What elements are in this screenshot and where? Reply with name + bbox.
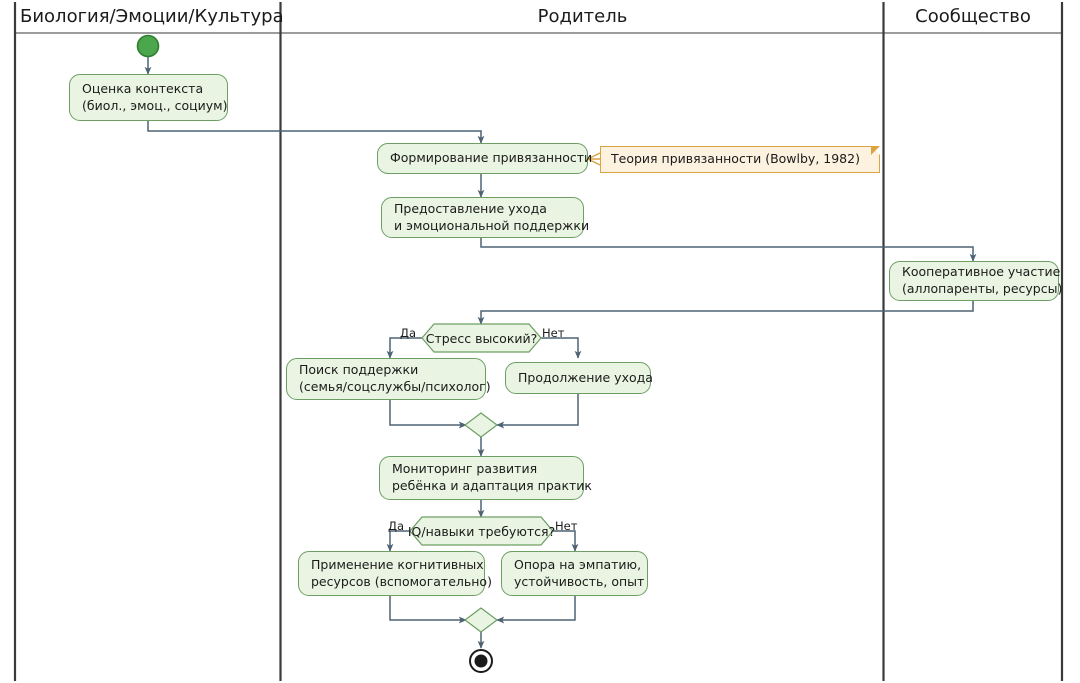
activity-cognitive-resources-line1: Применение когнитивных xyxy=(311,556,484,572)
activity-cooperative-participation-line1: Кооперативное участие xyxy=(902,264,1061,280)
activity-assess-context-line2: (биол., эмоц., социум) xyxy=(82,97,228,113)
note-bowlby[interactable]: Теория привязанности (Bowlby, 1982) xyxy=(600,146,880,173)
activity-monitoring[interactable]: Мониторинг развития ребёнка и адаптация … xyxy=(379,456,592,500)
activity-care-support-line2: и эмоциональной поддержки xyxy=(394,217,590,233)
activity-assess-context[interactable]: Оценка контекста (биол., эмоц., социум) xyxy=(69,74,228,121)
activity-attachment-forming[interactable]: Формирование привязанности xyxy=(377,143,593,174)
decision-node-stress xyxy=(421,323,542,353)
activity-cooperative-participation-line2: (аллопаренты, ресурсы) xyxy=(902,281,1063,296)
activity-care-support-line1: Предоставление ухода xyxy=(394,200,547,216)
start-node xyxy=(136,34,160,58)
activity-empathy-resilience-line2: устойчивость, опыт xyxy=(514,573,645,589)
edge-label-stress-yes: Да xyxy=(400,326,417,340)
activity-seek-support-line2: (семья/соцслужбы/психолог) xyxy=(299,379,491,394)
decision-label-iq[interactable]: IQ/навыки требуются? xyxy=(407,523,556,539)
activity-empathy-resilience[interactable]: Опора на эмпатию, устойчивость, опыт xyxy=(501,551,648,596)
activity-care-support[interactable]: Предоставление ухода и эмоциональной под… xyxy=(381,197,590,238)
edge-label-stress-no: Нет xyxy=(542,326,565,340)
activity-continue-care[interactable]: Продолжение ухода xyxy=(505,362,653,394)
activity-attachment-forming-line1: Формирование привязанности xyxy=(390,150,593,166)
note-fold-edge-icon xyxy=(871,146,880,155)
lane-title-biology: Биология/Эмоции/Культура xyxy=(20,6,284,27)
swimlane-frame xyxy=(13,2,1064,681)
activity-cognitive-resources[interactable]: Применение когнитивных ресурсов (вспомог… xyxy=(298,551,492,596)
lane-title-community: Сообщество xyxy=(915,6,1031,27)
activity-seek-support[interactable]: Поиск поддержки (семья/соцслужбы/психоло… xyxy=(286,358,491,400)
end-node xyxy=(469,649,493,673)
edge-label-iq-no: Нет xyxy=(555,519,578,533)
flow-edges xyxy=(144,55,977,649)
activity-monitoring-line1: Мониторинг развития xyxy=(392,461,538,477)
note-bowlby-text: Теория привязанности (Bowlby, 1982) xyxy=(611,151,860,167)
decision-node-iq xyxy=(409,516,554,546)
activity-cooperative-participation[interactable]: Кооперативное участие (аллопаренты, ресу… xyxy=(889,261,1063,301)
activity-seek-support-line1: Поиск поддержки xyxy=(299,362,419,378)
activity-continue-care-line1: Продолжение ухода xyxy=(518,369,653,385)
merge-node-2 xyxy=(464,607,498,633)
decision-label-stress[interactable]: Стресс высокий? xyxy=(425,330,538,346)
activity-empathy-resilience-line1: Опора на эмпатию, xyxy=(514,556,642,572)
lane-title-parent: Родитель xyxy=(537,6,628,27)
activity-cognitive-resources-line2: ресурсов (вспомогательно) xyxy=(311,573,492,589)
merge-node-1 xyxy=(464,412,498,438)
edge-label-iq-yes: Да xyxy=(388,519,405,533)
activity-assess-context-line1: Оценка контекста xyxy=(82,80,204,96)
activity-monitoring-line2: ребёнка и адаптация практик xyxy=(392,478,592,493)
